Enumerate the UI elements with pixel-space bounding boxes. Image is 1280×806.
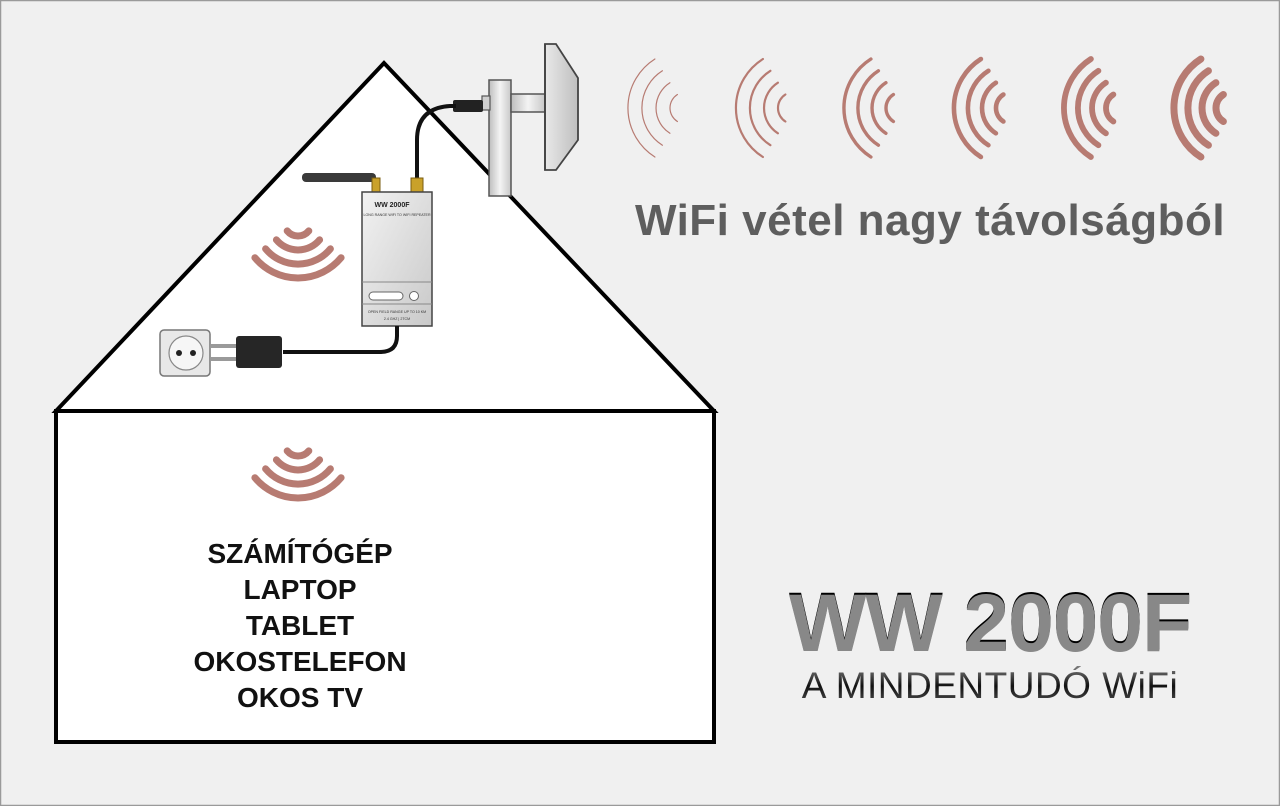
device-item: LAPTOP (243, 574, 357, 605)
device-item: SZÁMÍTÓGÉP (207, 538, 393, 569)
wifi-waves-icon (1061, 56, 1117, 160)
router-bottom-text: OPEN FIELD RANGE UP TO 10 KM (368, 310, 426, 314)
router-model-label: WW 2000F (374, 202, 410, 209)
wifi-waves-icon (951, 56, 1006, 160)
brand-block: WW 2000F A MINDENTUDÓ WiFi (760, 580, 1220, 706)
device-item: TABLET (245, 610, 355, 641)
router-bottom-text-2: 2.4 GHZ | 2TCM (384, 317, 410, 321)
antenna-cable (415, 104, 456, 182)
router-icon (302, 173, 433, 327)
house-body (54, 409, 716, 744)
device-list: SZÁMÍTÓGÉP LAPTOP TABLET OKOSTELEFON OKO… (150, 536, 450, 716)
brand-subtitle: A MINDENTUDÓ WiFi (760, 666, 1220, 706)
device-item: OKOSTELEFON (193, 646, 407, 677)
router-top-text: LONG RANGE WIFI TO WIFI REPEATER (363, 213, 430, 217)
wifi-waves-icon (734, 57, 787, 159)
wifi-waves-icon (251, 227, 345, 282)
device-item: OKOS TV (236, 682, 363, 713)
power-socket-icon (159, 329, 211, 377)
wifi-waves-icon (1170, 55, 1227, 161)
brand-title: WW 2000F (760, 580, 1220, 666)
wifi-waves-icon (842, 57, 896, 159)
wifi-waves-icon (251, 447, 345, 502)
headline: WiFi vétel nagy távolságból (634, 196, 1226, 245)
power-cable (283, 326, 399, 354)
power-plug-icon (211, 336, 282, 368)
dish-antenna-icon (453, 43, 579, 197)
wifi-waves-icon (627, 58, 678, 158)
